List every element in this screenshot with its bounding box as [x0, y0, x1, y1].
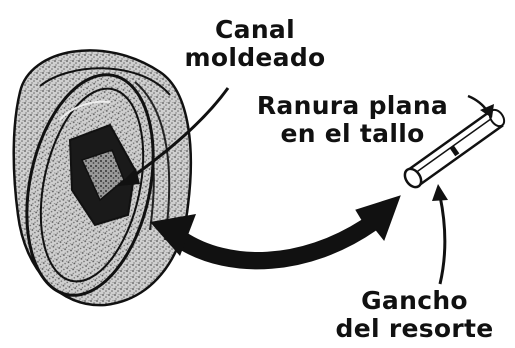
label-line: en el tallo [280, 119, 425, 148]
label-canal-moldeado: Canal moldeado [155, 16, 355, 72]
label-line: Gancho [361, 286, 468, 315]
molded-part-drawing [12, 49, 193, 307]
label-line: Ranura plana [256, 91, 449, 120]
label-line: moldeado [184, 43, 326, 72]
label-line: del resorte [335, 314, 494, 343]
label-line: Canal [215, 15, 295, 44]
leader-arrow [467, 94, 494, 118]
label-gancho-resorte: Gancho del resorte [322, 287, 507, 343]
leader-arrow [118, 87, 230, 186]
label-ranura-plana: Ranura plana en el tallo [240, 92, 465, 148]
curved-double-arrow [150, 195, 401, 270]
stem-rod-drawing [403, 108, 506, 189]
leader-arrow [432, 184, 448, 285]
